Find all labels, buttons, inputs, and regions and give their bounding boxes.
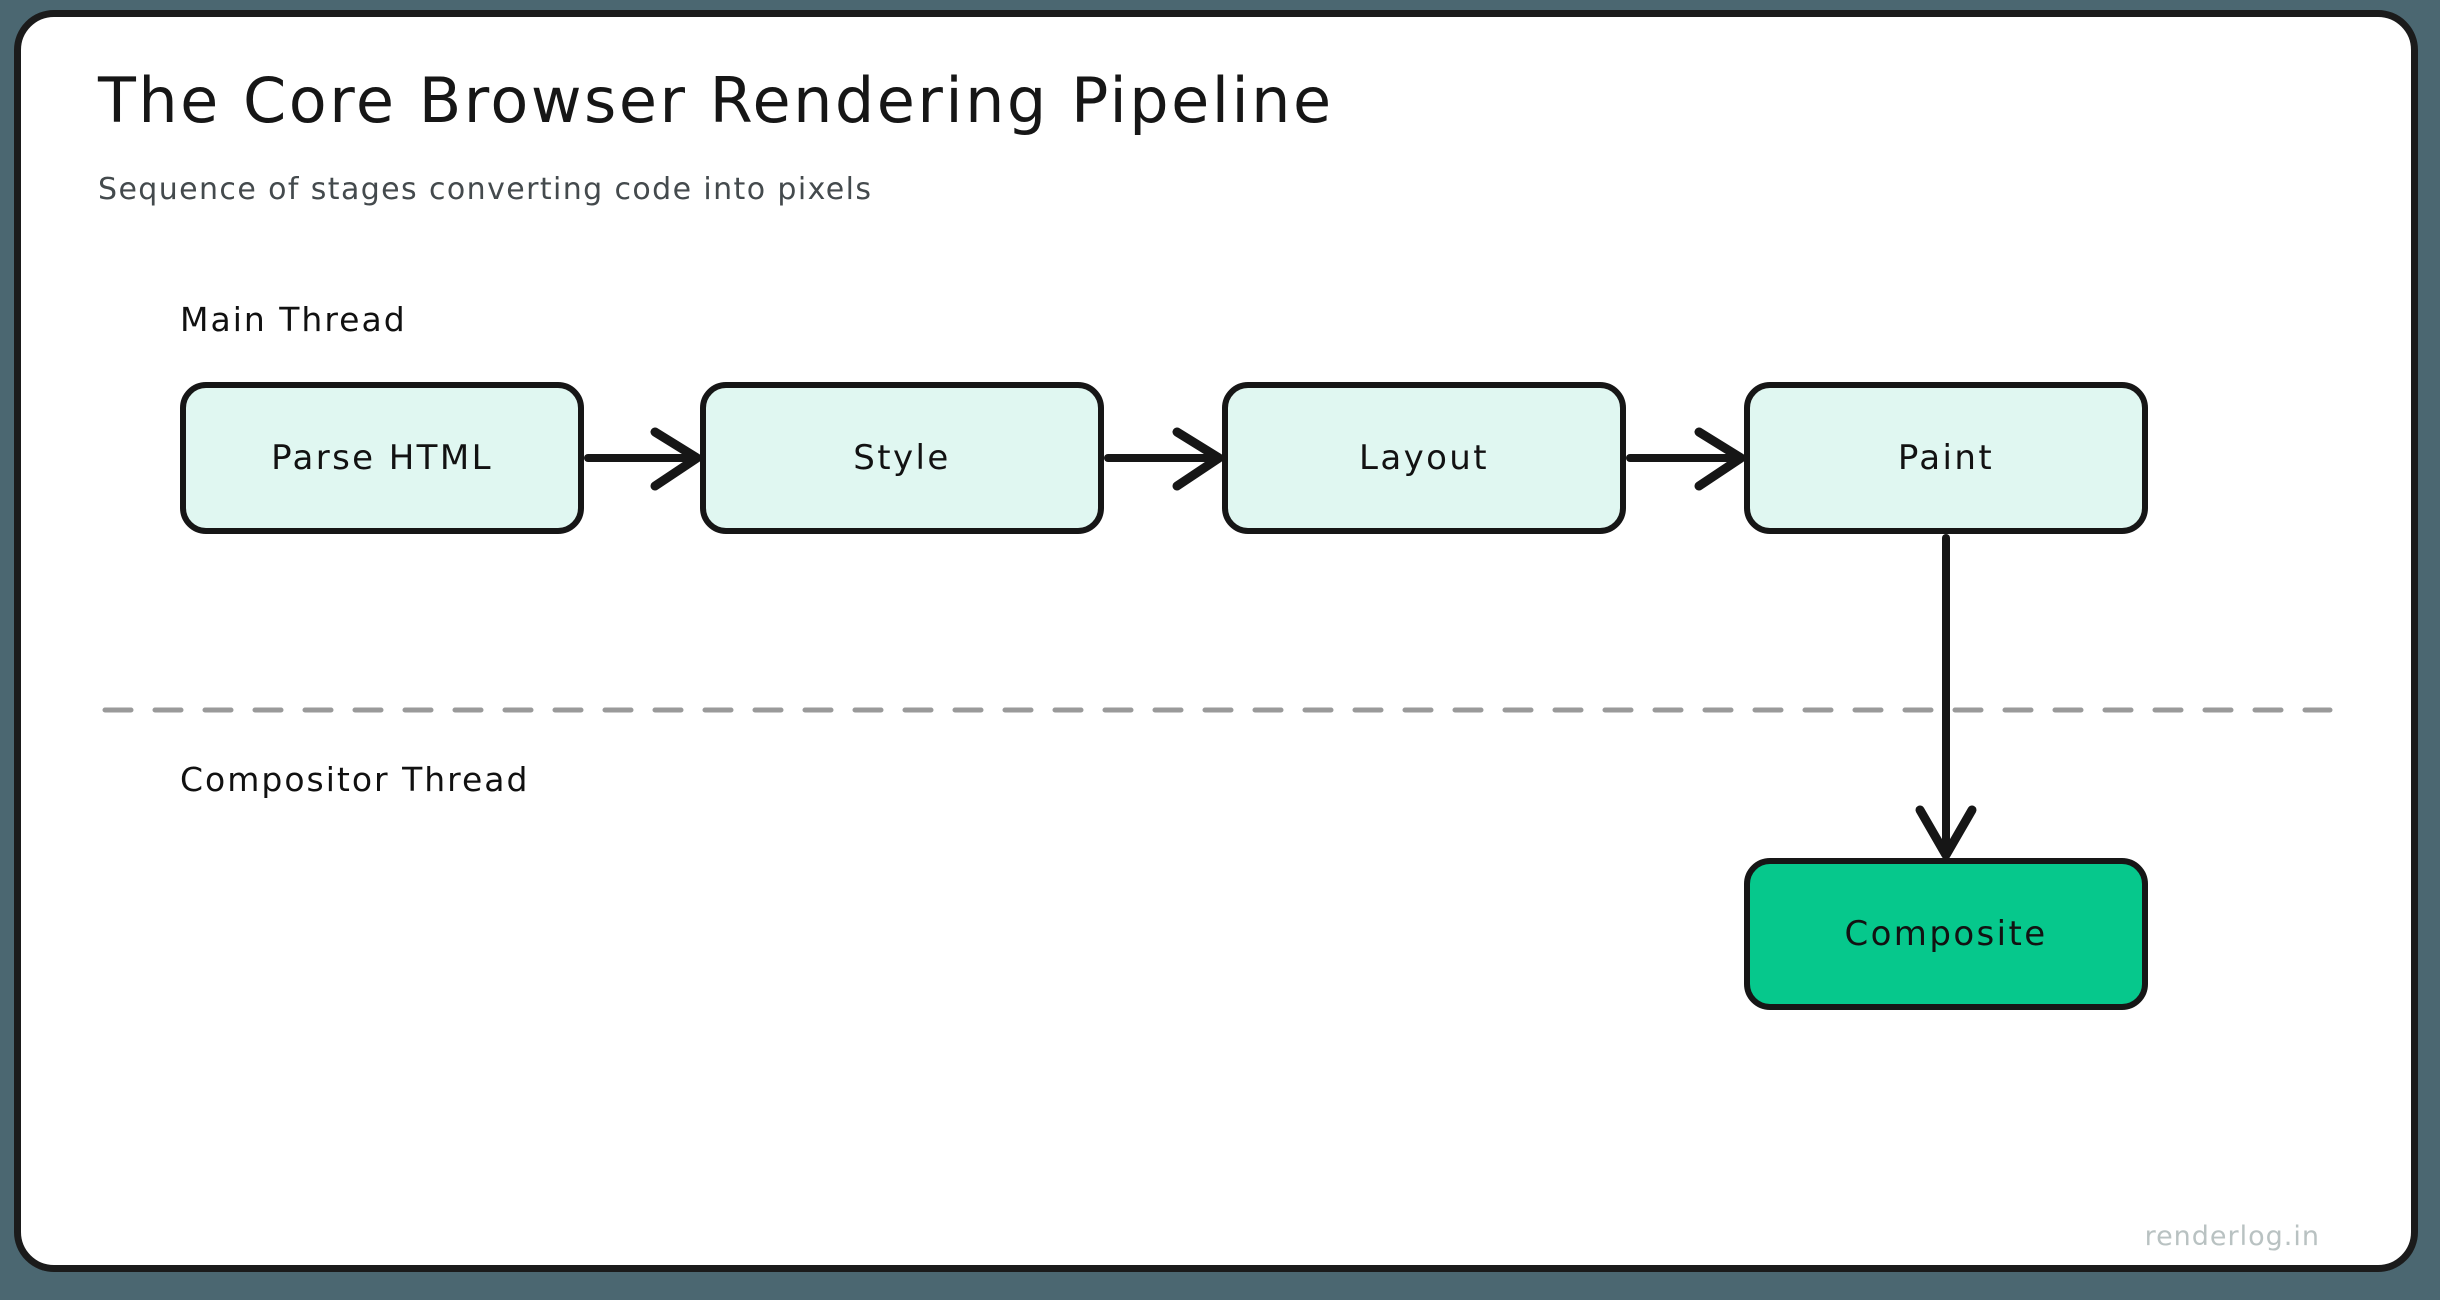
lane-label-compositor-thread: Compositor Thread xyxy=(180,760,530,799)
node-parse-html[interactable]: Parse HTML xyxy=(180,382,584,534)
node-label: Layout xyxy=(1359,438,1489,478)
lane-label-main-thread: Main Thread xyxy=(180,300,407,339)
page-title: The Core Browser Rendering Pipeline xyxy=(98,64,1334,137)
node-paint[interactable]: Paint xyxy=(1744,382,2148,534)
page-subtitle: Sequence of stages converting code into … xyxy=(98,172,873,207)
node-label: Style xyxy=(853,438,951,478)
diagram-card xyxy=(14,10,2418,1272)
node-style[interactable]: Style xyxy=(700,382,1104,534)
node-label: Paint xyxy=(1897,438,1995,478)
watermark: renderlog.in xyxy=(2144,1221,2320,1252)
node-layout[interactable]: Layout xyxy=(1222,382,1626,534)
node-label: Composite xyxy=(1844,914,2048,954)
node-composite[interactable]: Composite xyxy=(1744,858,2148,1010)
node-label: Parse HTML xyxy=(271,438,493,478)
